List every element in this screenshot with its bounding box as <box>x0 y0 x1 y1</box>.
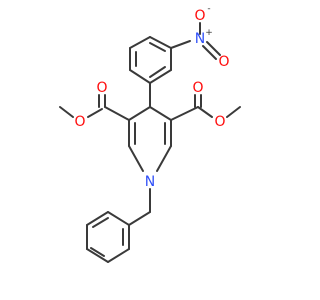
atom-labels: N + O - O O O O O N <box>74 4 229 190</box>
bond <box>149 66 166 78</box>
bond <box>206 41 221 56</box>
structure-canvas: N + O - O O O O O N <box>59 4 241 263</box>
bond <box>128 211 151 226</box>
right-ether-oxygen-label: O <box>214 114 225 130</box>
bond <box>202 45 217 60</box>
bond <box>149 36 172 49</box>
bond <box>90 247 105 257</box>
bond <box>129 36 151 49</box>
bond <box>149 106 172 121</box>
nitro-nitrogen-label: N <box>195 31 205 47</box>
bond <box>59 106 74 118</box>
bond <box>107 211 130 226</box>
bond <box>104 106 130 121</box>
nitro-oxygen-top-charge: - <box>207 4 210 14</box>
left-carbonyl-oxygen-label: O <box>96 80 107 96</box>
nitro-oxygen-top-label: O <box>194 8 205 24</box>
bonds <box>59 22 241 263</box>
bond <box>149 69 172 84</box>
nitro-oxygen-right-label: O <box>218 54 229 70</box>
bond <box>170 40 191 49</box>
right-carbonyl-oxygen-label: O <box>192 80 203 96</box>
bond <box>128 145 144 172</box>
ring-nitrogen-label: N <box>145 174 155 190</box>
bond <box>86 248 109 263</box>
molecule-drawing: N + O - O O O O O N <box>59 4 241 263</box>
bond <box>128 106 151 121</box>
bond <box>87 108 103 118</box>
bond <box>107 248 130 263</box>
bond <box>86 211 109 226</box>
nitro-nitrogen-charge: + <box>205 28 213 38</box>
bond <box>129 69 151 84</box>
left-ether-oxygen-label: O <box>74 114 85 130</box>
bond <box>92 217 109 228</box>
bond <box>156 145 172 172</box>
bond <box>197 106 213 118</box>
bond <box>170 106 199 121</box>
bond <box>149 42 166 52</box>
bond <box>226 106 241 118</box>
